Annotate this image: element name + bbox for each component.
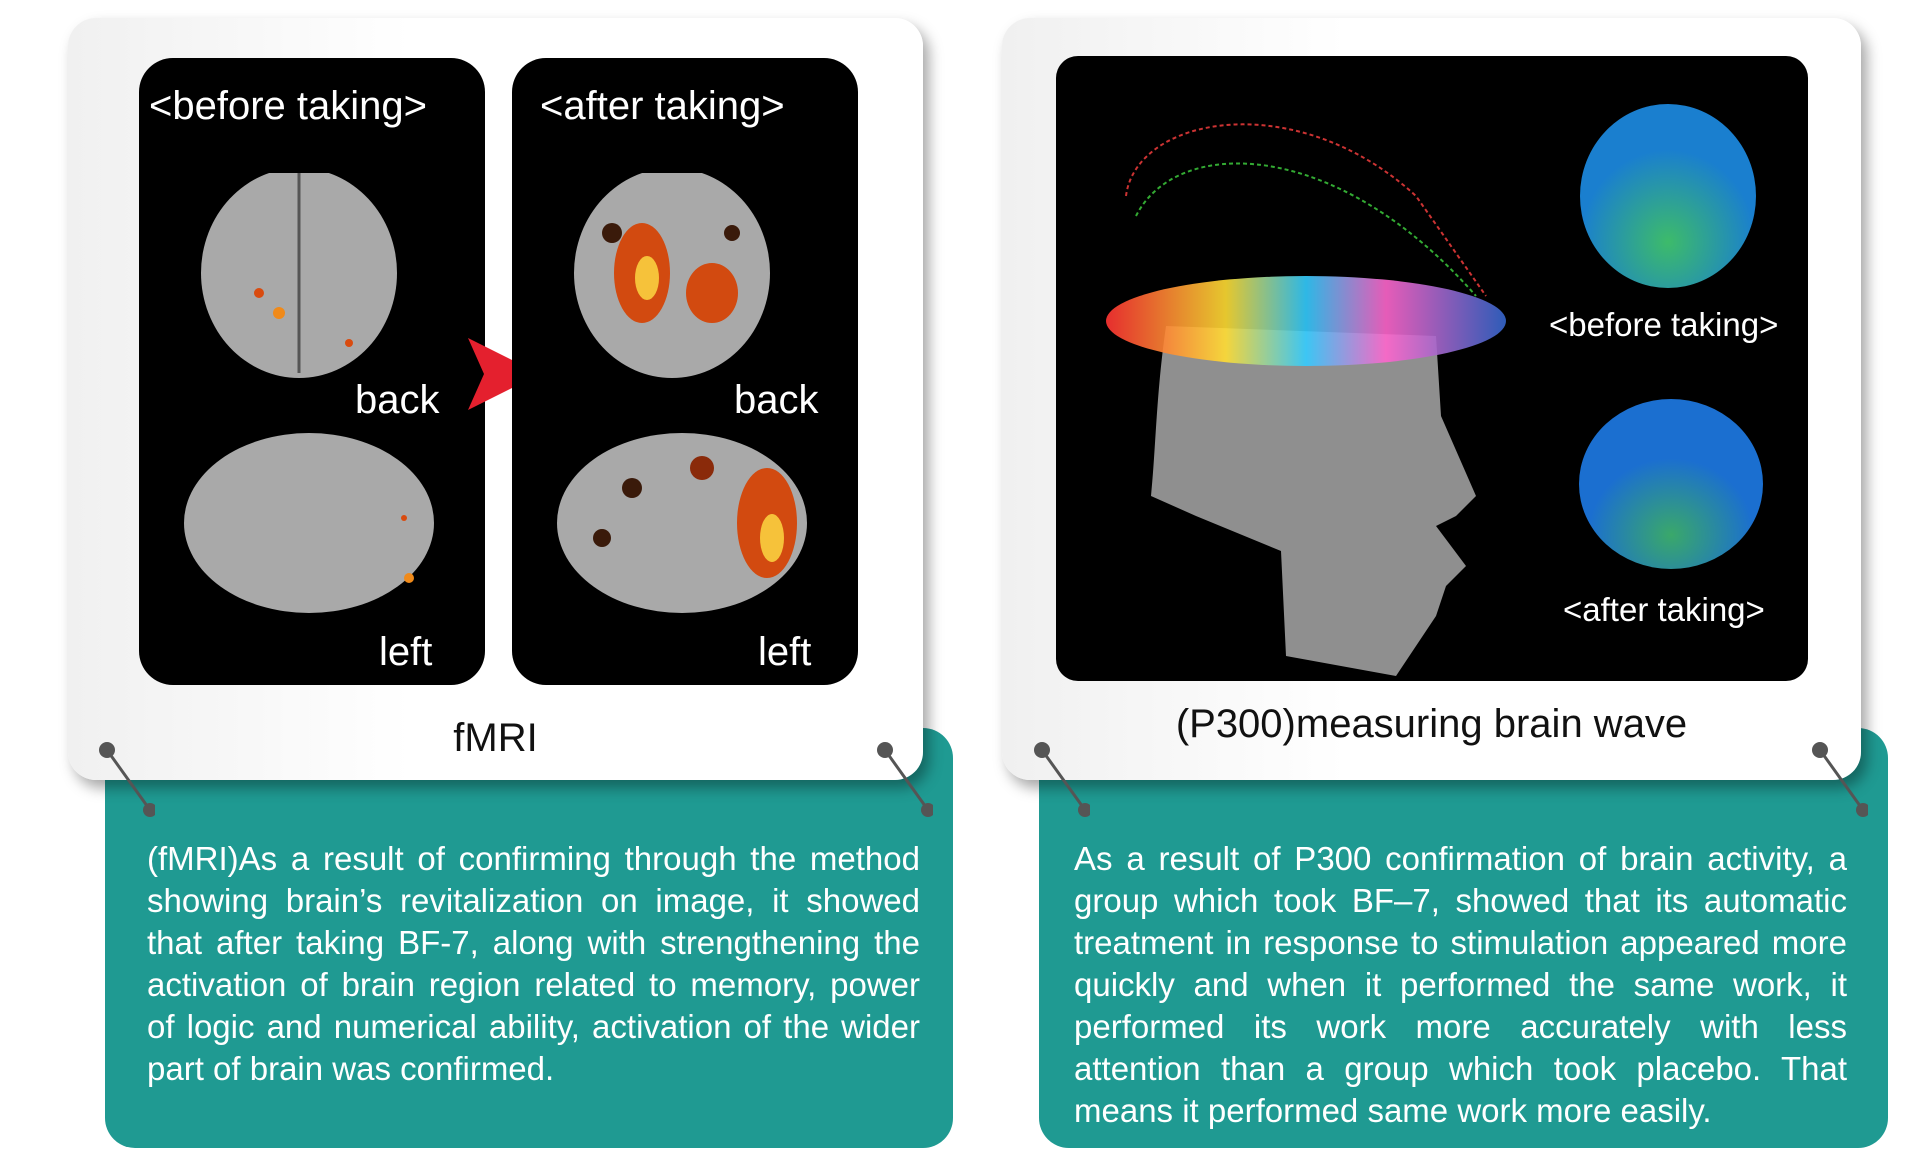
brain-back-after-image (574, 173, 770, 378)
pin-icon (1034, 742, 1090, 817)
fmri-description-box (105, 728, 953, 1148)
p300-after-label: <after taking> (1563, 591, 1765, 628)
scalp-map-after-image (1579, 399, 1763, 569)
fmri-before-left-label: left (379, 630, 433, 674)
arrow-right-icon (468, 338, 540, 410)
fmri-after-back-label: back (734, 378, 819, 422)
fmri-before-panel: <before taking> back left (139, 58, 485, 685)
head-eeg-image (1106, 123, 1506, 676)
p300-description-box (1039, 728, 1888, 1148)
p300-before-label: <before taking> (1549, 306, 1779, 343)
p300-caption: (P300)measuring brain wave (1175, 702, 1688, 746)
fmri-description: (fMRI)As a result of confirming through … (147, 840, 920, 1087)
fmri-after-left-label: left (758, 630, 812, 674)
p300-panel: <before taking> <after taking> (1056, 56, 1808, 681)
fmri-caption: fMRI (453, 716, 538, 760)
fmri-after-panel: <after taking> back left (512, 58, 858, 685)
brain-left-after-image (557, 433, 807, 613)
fmri-before-back-label: back (355, 378, 440, 422)
fmri-after-label: <after taking> (540, 84, 785, 128)
fmri-before-label: <before taking> (149, 84, 427, 128)
pin-icon (877, 742, 933, 817)
pin-icon (99, 742, 155, 817)
brain-left-before-image (184, 433, 434, 613)
pin-icon (1812, 742, 1868, 817)
scalp-map-before-image (1580, 104, 1756, 288)
p300-description: As a result of P300 confirmation of brai… (1074, 840, 1847, 1129)
brain-back-before-image (201, 173, 397, 378)
